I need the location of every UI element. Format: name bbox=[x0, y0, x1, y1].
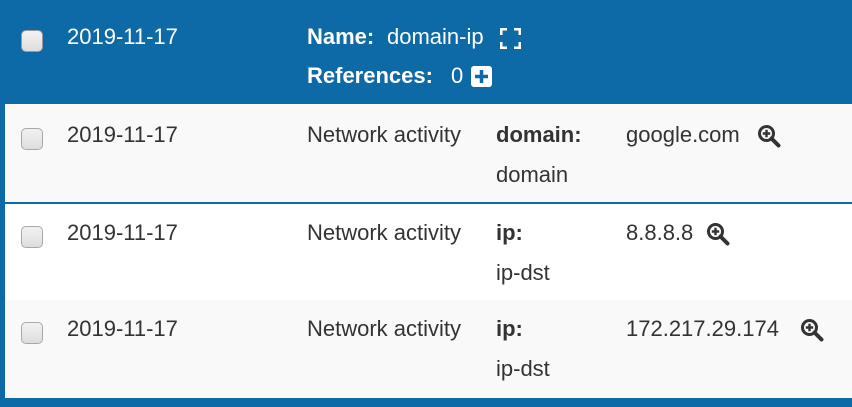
search-plus-icon[interactable] bbox=[706, 222, 730, 246]
object-name-value: domain-ip bbox=[387, 24, 484, 49]
attribute-type: ip-dst bbox=[496, 260, 550, 285]
object-date: 2019-11-17 bbox=[67, 24, 178, 49]
references-label: References: bbox=[307, 63, 433, 88]
attribute-category: Network activity bbox=[307, 316, 462, 341]
attribute-type: ip-dst bbox=[496, 356, 550, 381]
attribute-value: google.com bbox=[626, 122, 740, 147]
search-plus-icon[interactable] bbox=[800, 318, 824, 342]
object-header-row: 2019-11-17 Name: domain-ip References: 0 bbox=[5, 0, 852, 104]
attribute-date: 2019-11-17 bbox=[67, 316, 178, 341]
attribute-relation: domain: bbox=[496, 122, 582, 147]
attribute-category: Network activity bbox=[307, 220, 462, 245]
object-select-checkbox[interactable] bbox=[21, 30, 43, 52]
plus-square-icon[interactable] bbox=[471, 66, 492, 87]
attribute-select-checkbox[interactable] bbox=[21, 226, 43, 248]
attribute-type: domain bbox=[496, 162, 569, 187]
attribute-row: 2019-11-17 Network activity ip: ip-dst 1… bbox=[5, 300, 852, 402]
attribute-row: 2019-11-17 Network activity ip: ip-dst 8… bbox=[5, 204, 852, 300]
attribute-category: Network activity bbox=[307, 122, 462, 147]
attribute-relation: ip: bbox=[496, 316, 523, 341]
attribute-date: 2019-11-17 bbox=[67, 122, 178, 147]
references-count: 0 bbox=[451, 63, 464, 88]
attribute-select-checkbox[interactable] bbox=[21, 322, 43, 344]
expand-icon[interactable] bbox=[500, 28, 521, 49]
attribute-value: 172.217.29.174 bbox=[626, 316, 779, 341]
attribute-value: 8.8.8.8 bbox=[626, 220, 694, 245]
object-name-label: Name: bbox=[307, 24, 375, 49]
attribute-date: 2019-11-17 bbox=[67, 220, 178, 245]
attribute-relation: ip: bbox=[496, 220, 523, 245]
attribute-row: 2019-11-17 Network activity domain: doma… bbox=[5, 104, 852, 204]
attribute-select-checkbox[interactable] bbox=[21, 128, 43, 150]
search-plus-icon[interactable] bbox=[757, 124, 781, 148]
